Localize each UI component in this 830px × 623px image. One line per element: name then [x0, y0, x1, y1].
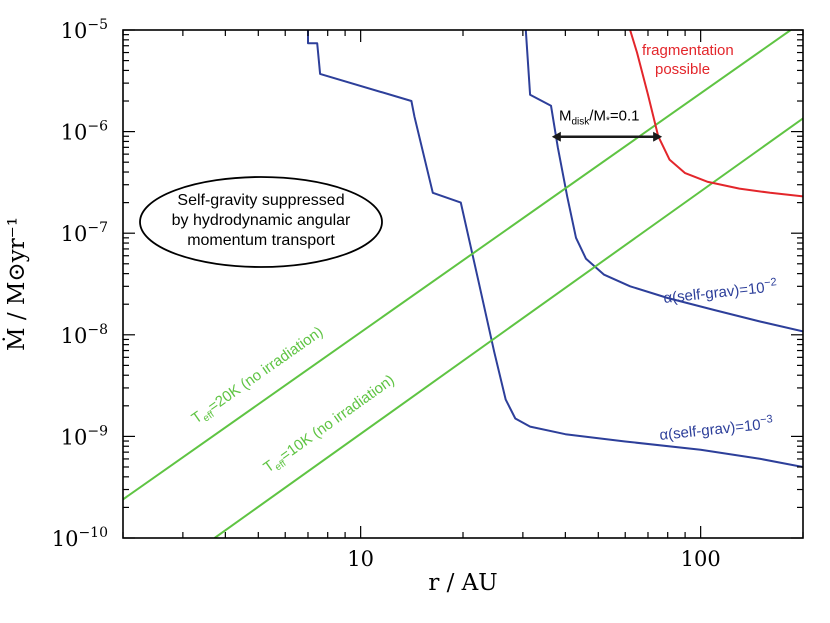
- y-tick-label: 10−5: [61, 17, 108, 43]
- self-gravity-region-ellipse: [139, 176, 383, 268]
- curve-teff_20K: [123, 30, 792, 501]
- y-tick-label: 10−7: [61, 220, 108, 246]
- curve-fragmentation: [629, 30, 803, 198]
- x-tick-label: 100: [681, 547, 721, 571]
- x-tick-label: 10: [347, 547, 374, 571]
- y-tick-label: 10−8: [61, 322, 108, 348]
- axis-ticks: [122, 29, 804, 539]
- y-tick-label: 10−6: [61, 119, 108, 145]
- curve-teff_10K: [214, 117, 803, 538]
- plot-curves: [123, 30, 803, 538]
- label-alpha_1e-2: α(self-grav)=10−2: [662, 276, 778, 307]
- curve-alpha_1e-2: [524, 30, 803, 333]
- curve-alpha_1e-3: [307, 30, 803, 468]
- label-alpha_1e-3: α(self-grav)=10−3: [658, 413, 774, 444]
- y-tick-label: 10−10: [52, 525, 108, 551]
- y-tick-label: 10−9: [61, 423, 108, 449]
- y-axis-title: Ṁ / M⊙yr⁻¹: [3, 217, 30, 351]
- x-axis-title: r / AU: [428, 570, 497, 596]
- plot-frame: [122, 29, 804, 539]
- tick-labels: 10 100 10−5 10−6 10−7 10−8 10−9 10−10: [52, 17, 721, 571]
- label-teff_20K: Teff=20K (no irradiation): [189, 323, 328, 429]
- disk-mass-ratio-label: Mdisk/M*=0.1: [559, 108, 640, 128]
